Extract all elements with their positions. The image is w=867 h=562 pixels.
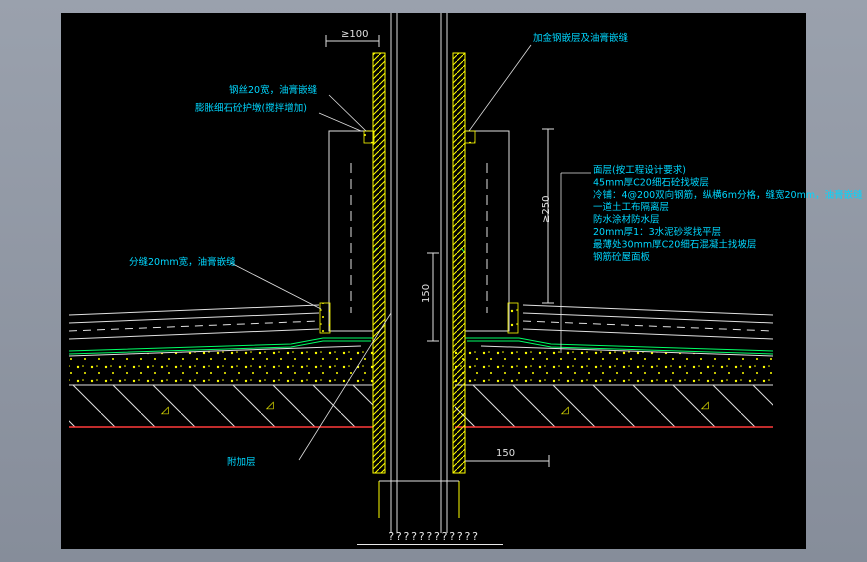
dim-height-250: ≥250 [541, 196, 552, 223]
concrete-curb [319, 130, 519, 334]
dimension-texts: ≥100 ≥250 150 150 [341, 29, 552, 459]
dim-sleeve-150: 150 [421, 284, 432, 303]
layer-annotation-list: 面层(按工程设计要求)45mm厚C20细石砼找坡层冷铺：4@200双向钢筋，纵横… [593, 164, 863, 263]
surface-layers [68, 304, 774, 340]
caption-underline [357, 544, 503, 545]
slope-fill-layer [68, 345, 774, 385]
drawing-caption: ???????????? [387, 530, 480, 543]
roof-pipe-penetration-diagram: ◿ ◿ ◿ ◿ [68, 13, 863, 533]
leader-lines [230, 44, 591, 461]
concrete-slab: ◿ ◿ ◿ ◿ [69, 384, 773, 428]
layer-label-5: 20mm厚1：3水泥砂浆找平层 [593, 226, 721, 238]
label-top-left-1: 钢丝20宽，油膏嵌缝 [229, 84, 318, 96]
layer-label-2: 冷铺：4@200双向钢筋，纵横6m分格，缝宽20mm，油膏嵌缝 [593, 189, 863, 201]
annotations: 钢丝20宽，油膏嵌缝 膨胀细石砼护墩(搅拌增加) 加金钢嵌层及油膏嵌缝 分缝20… [129, 32, 629, 468]
cad-drawing-canvas: ◿ ◿ ◿ ◿ [61, 13, 863, 549]
layer-label-7: 钢筋砼屋面板 [593, 251, 651, 263]
svg-text:◿: ◿ [701, 400, 709, 411]
pipe-and-sleeve [363, 13, 476, 533]
svg-text:◿: ◿ [161, 405, 169, 416]
dim-bottom-150: 150 [496, 448, 515, 459]
label-joint-left: 分缝20mm宽，油膏嵌缝 [129, 256, 236, 268]
label-additional-layer: 附加层 [227, 456, 256, 468]
svg-text:◿: ◿ [266, 400, 274, 411]
dimension-lines [325, 35, 554, 467]
layer-label-1: 45mm厚C20细石砼找坡层 [593, 176, 709, 188]
svg-text:◿: ◿ [561, 405, 569, 416]
layer-label-0: 面层(按工程设计要求) [593, 164, 686, 176]
label-top-left-2: 膨胀细石砼护墩(搅拌增加) [195, 102, 307, 114]
layer-label-3: 一道土工布隔离层 [593, 201, 669, 213]
dim-top-gap: ≥100 [341, 29, 368, 40]
layer-label-4: 防水涂材防水层 [593, 214, 660, 226]
layer-label-6: 最薄处30mm厚C20细石混凝土找坡层 [593, 238, 756, 250]
label-top-right: 加金钢嵌层及油膏嵌缝 [533, 32, 629, 44]
